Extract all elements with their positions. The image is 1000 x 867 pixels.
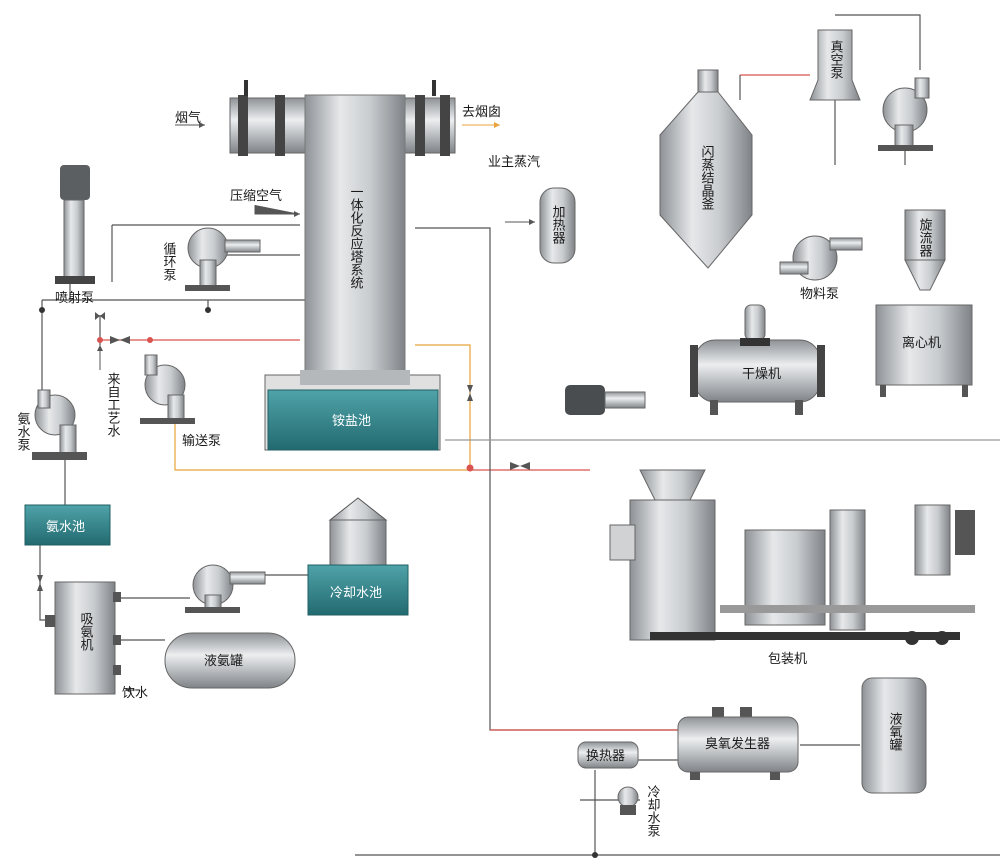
ozone-generator <box>677 707 799 780</box>
cooling-pool <box>307 497 409 616</box>
labels: 烟气 去烟囱 业主蒸汽 压缩空气 一体化反应塔系统 循环泵 喷射泵 来自工艺水 … <box>15 40 942 837</box>
flash-crystallizer <box>659 69 753 269</box>
ammonia-absorber <box>45 581 121 695</box>
ammonia-pool <box>24 504 111 546</box>
cyclone <box>904 209 946 291</box>
label-heater: 加热器 <box>550 205 566 245</box>
flue-duct-inlet <box>229 80 306 156</box>
jet-pump <box>55 165 95 284</box>
liquid-oxygen-tank <box>861 677 927 794</box>
label-transfer-pump: 输送泵 <box>182 433 221 449</box>
label-flue-gas-out: 去烟囱 <box>462 105 501 120</box>
label-ammonia-pump: 氨水泵 <box>15 412 31 451</box>
label-ammonium-pool: 铵盐池 <box>332 414 371 429</box>
valve-4 <box>510 462 530 470</box>
cooling-water-pump <box>617 786 639 815</box>
heat-exchanger <box>577 741 639 769</box>
flow-arrows <box>97 122 535 693</box>
label-drinking-water: 饮水 <box>122 686 148 701</box>
liquid-ammonia-tank <box>164 632 296 689</box>
material-pump <box>779 235 863 281</box>
label-circulation-pump: 循环泵 <box>161 242 177 281</box>
transfer-pump <box>140 354 195 424</box>
label-flash-crystallizer: 闪蒸结晶釜 <box>699 145 715 210</box>
label-ozone-generator: 臭氧发生器 <box>705 736 770 752</box>
label-jet-pump: 喷射泵 <box>55 290 94 306</box>
label-packaging-machine: 包装机 <box>768 652 807 667</box>
valves <box>37 312 530 591</box>
centrifuge <box>875 304 973 397</box>
label-centrifuge: 离心机 <box>902 335 941 351</box>
heater <box>539 187 576 264</box>
label-heat-exchanger: 换热器 <box>586 749 625 764</box>
valve-1 <box>95 312 105 320</box>
valve-2 <box>110 336 130 344</box>
cooling-pool-pump <box>185 564 266 613</box>
valve-5 <box>37 575 43 591</box>
label-liquid-oxygen-tank: 液氧罐 <box>887 712 903 751</box>
dryer <box>565 304 825 415</box>
reaction-tower <box>264 94 441 451</box>
circulation-pump <box>185 227 261 291</box>
label-cooling-water-pump: 冷却水泵 <box>645 785 661 837</box>
label-industrial-steam: 业主蒸汽 <box>488 155 540 170</box>
vacuum-side-pump <box>878 77 933 151</box>
label-ammonia-absorber: 吸氨机 <box>78 612 94 652</box>
packaging-machine <box>609 469 975 645</box>
label-material-pump: 物料泵 <box>800 287 839 302</box>
ammonia-water-pump <box>32 389 87 460</box>
label-tower: 一体化反应塔系统 <box>348 185 364 290</box>
label-vacuum-pump: 真空泵 <box>828 40 844 79</box>
vacuum-pump <box>809 29 861 101</box>
label-liquid-ammonia-tank: 液氨罐 <box>204 654 243 669</box>
junction-dots <box>39 307 598 858</box>
label-from-process-water: 来自工艺水 <box>105 372 121 437</box>
label-ammonia-pool: 氨水池 <box>46 520 85 535</box>
flue-duct-outlet <box>404 80 456 156</box>
label-compressed-air: 压缩空气 <box>230 188 282 204</box>
label-cyclone: 旋流器 <box>917 218 933 258</box>
label-dryer: 干燥机 <box>742 367 781 382</box>
label-flue-gas-in: 烟气 <box>175 110 201 126</box>
label-cooling-pool: 冷却水池 <box>330 586 382 601</box>
valve-3 <box>467 385 473 401</box>
